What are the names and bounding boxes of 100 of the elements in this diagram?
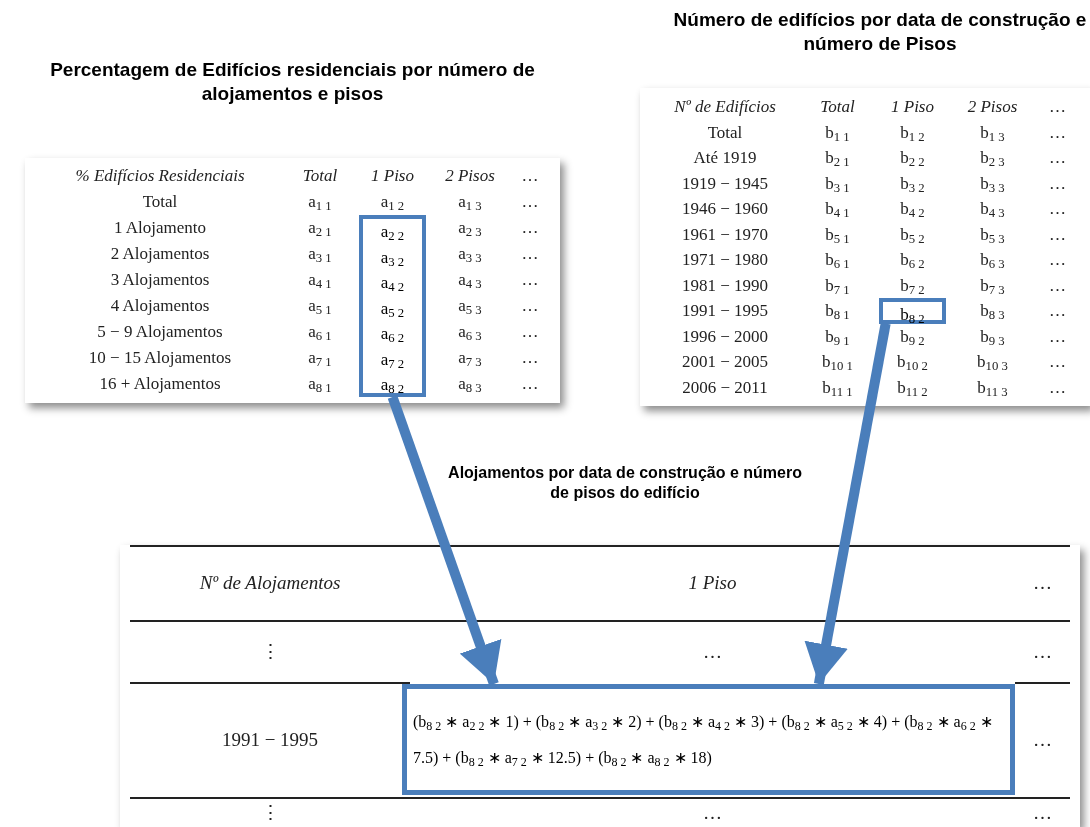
table-cell-text: … — [1049, 351, 1066, 373]
table-cell-text: b$_{2 2}$ — [900, 147, 925, 171]
row-header: 1919 − 1945 — [681, 172, 769, 195]
table-cell-text: a$_{2 3}$ — [458, 217, 482, 241]
table-cell-text: a$_{1 1}$ — [308, 191, 332, 215]
table-cell-text: … — [1049, 376, 1066, 399]
table-cell-text: a$_{1 3}$ — [458, 191, 482, 215]
column-header: … — [1049, 96, 1066, 118]
row-header: 1991 − 1995 — [681, 300, 769, 322]
table-cell-text: a$_{4 1}$ — [308, 269, 332, 293]
cell-value: a$_{6 2}$ — [380, 323, 405, 347]
table-cell-text: a$_{8 3}$ — [458, 373, 482, 397]
table-cell-text: b$_{1 3}$ — [980, 121, 1005, 145]
table-cell-text: … — [703, 800, 722, 825]
table-cell-text: … — [521, 191, 539, 214]
row-header: Total — [142, 191, 178, 214]
column-header: … — [521, 165, 539, 188]
highlight-box — [879, 298, 946, 324]
table-cell-text: a$_{4 3}$ — [458, 269, 482, 293]
table-cell-text: b$_{10 2}$ — [897, 351, 928, 375]
column-header: Nº de Edifícios — [674, 96, 776, 118]
highlight-box — [402, 684, 1015, 795]
table-cell-text: a$_{5 3}$ — [458, 295, 482, 319]
formula-text: (b$_{8 2}$ ∗ a$_{2 2}$ ∗ 1) + (b$_{8 2}$ ∗ a$_{3 2}$ ∗ 2) + (b$_{8 2}$ ∗ a$_{4 2}$ ∗ 3) + (b$_{8 2}$ ∗ a$_{5 2}$ ∗ 4) + (b$_{8 2}$ ∗ a$_{6 2}$ ∗ 7.5) + (b$_{8 2}$ ∗ a$_{7 2}$ ∗ 12.5) + (b$_{8 2}$ ∗ a$_{8 2}$ ∗ 18) — [413, 711, 994, 771]
row-header: 5 − 9 Alojamentos — [97, 321, 223, 344]
row-header: 1971 − 1980 — [681, 249, 769, 271]
table-cell-text: b$_{11 1}$ — [822, 376, 853, 400]
table-cell-text: b$_{9 2}$ — [900, 325, 925, 349]
table-cell-text: b$_{9 3}$ — [980, 325, 1005, 349]
table-cell-text: a$_{6 3}$ — [458, 321, 482, 345]
table-cell-text: b$_{4 3}$ — [980, 198, 1005, 222]
table-cell-text: … — [1033, 800, 1052, 825]
table-cell-text: b$_{3 3}$ — [980, 172, 1005, 196]
row-header: 4 Alojamentos — [110, 295, 210, 318]
table-cell-text: b$_{4 1}$ — [825, 198, 850, 222]
row-header: 1961 − 1970 — [681, 223, 769, 246]
table-cell-text: … — [1049, 249, 1066, 271]
table-cell-text: b$_{5 1}$ — [825, 223, 850, 247]
row-header: ⋮ — [260, 639, 280, 664]
row-header: 1991 − 1995 — [221, 728, 319, 753]
row-header: 1946 − 1960 — [681, 198, 769, 220]
table-cell-text: b$_{2 1}$ — [825, 147, 850, 171]
row-header: 2001 − 2005 — [681, 351, 769, 373]
cell-value: a$_{4 2}$ — [380, 272, 405, 296]
table-cell-text: … — [521, 373, 539, 396]
table-cell-text: a$_{3 3}$ — [458, 243, 482, 267]
column-header: Total — [302, 165, 338, 188]
table-cell-text: … — [1049, 172, 1066, 195]
column-header: … — [1033, 571, 1052, 596]
table-cell-text: b$_{4 2}$ — [900, 198, 925, 222]
table-cell-text: b$_{2 3}$ — [980, 147, 1005, 171]
table-cell-text: b$_{6 2}$ — [900, 249, 925, 273]
row-header: Total — [707, 121, 743, 144]
table-cell-text: b$_{1 1}$ — [825, 121, 850, 145]
table-cell-text: … — [521, 295, 539, 318]
table-cell-text: b$_{8 3}$ — [980, 300, 1005, 324]
row-header: 1981 − 1990 — [681, 274, 769, 297]
table-cell-text: b$_{9 1}$ — [825, 325, 850, 349]
column-header: 2 Pisos — [445, 165, 495, 188]
table-cell-text: a$_{7 3}$ — [458, 347, 482, 371]
column-header: 1 Piso — [688, 571, 737, 596]
cell-value: a$_{3 2}$ — [380, 246, 405, 270]
table-cell-text: b$_{8 1}$ — [825, 300, 850, 324]
row-header: Até 1919 — [693, 147, 757, 169]
table-cell-text: a$_{2 1}$ — [308, 217, 332, 241]
row-header: 10 − 15 Alojamentos — [88, 347, 232, 370]
arrow — [804, 322, 891, 685]
row-header: 2 Alojamentos — [110, 243, 210, 266]
table-cell-text: b$_{7 2}$ — [900, 274, 925, 298]
table-cell-text: … — [1049, 198, 1066, 220]
table-cell-text: b$_{5 3}$ — [980, 223, 1005, 247]
table-cell-text: … — [521, 217, 539, 240]
table-cell-text: b$_{3 1}$ — [825, 172, 850, 196]
table-cell-text: b$_{10 3}$ — [977, 351, 1008, 375]
table-cell-text: … — [521, 321, 539, 344]
table-cell-text: b$_{10 1}$ — [822, 351, 853, 375]
table-cell-text: … — [1033, 639, 1052, 664]
table-title: Alojamentos por data de construção e número de pisos do edifício — [448, 464, 802, 501]
cell-value: a$_{5 2}$ — [380, 297, 405, 321]
highlight-box — [359, 215, 426, 397]
cell-value: a$_{8 2}$ — [380, 374, 405, 398]
table-title: Número de edifícios por data de construção e número de Pisos — [673, 9, 1087, 54]
table-cell-text: … — [1049, 274, 1066, 297]
row-header: 3 Alojamentos — [110, 269, 210, 292]
table-cell-text: … — [1049, 325, 1066, 348]
table-cell-text: b$_{6 3}$ — [980, 249, 1005, 273]
table-cell-text: b$_{11 3}$ — [977, 376, 1008, 400]
table-cell-text: b$_{11 2}$ — [897, 376, 928, 400]
row-header: 2006 − 2011 — [682, 376, 768, 399]
table-cell-text: b$_{5 2}$ — [900, 223, 925, 247]
table-cell-text: … — [703, 639, 722, 664]
arrow — [387, 395, 502, 686]
column-header: 1 Piso — [891, 96, 934, 118]
column-header: 1 Piso — [371, 165, 414, 188]
table-title: Percentagem de Edifícios residenciais por número de alojamentos e pisos — [50, 59, 535, 104]
table-cell-text: … — [1049, 147, 1066, 169]
cell-value: a$_{2 2}$ — [380, 221, 405, 245]
table-cell-text: b$_{1 2}$ — [900, 121, 925, 145]
table-cell-text: … — [521, 269, 539, 292]
row-header: ⋮ — [260, 800, 280, 825]
